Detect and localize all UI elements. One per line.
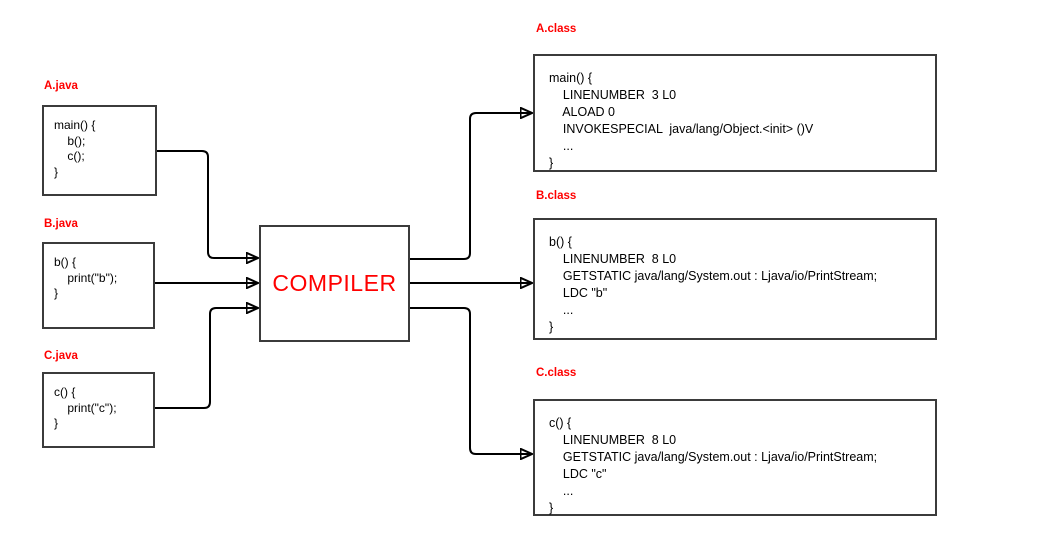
code-a-java: main() { b(); c();} <box>44 107 155 180</box>
code-line: print("c"); <box>54 400 117 415</box>
code-line: } <box>54 286 59 300</box>
code-line: } <box>549 501 554 515</box>
box-compiler: COMPILER <box>259 225 410 342</box>
code-line: print("b"); <box>54 270 118 285</box>
box-b-class: b() { LINENUMBER 8 L0 GETSTATIC java/lan… <box>533 218 937 340</box>
code-line: LINENUMBER 8 L0 <box>549 433 677 447</box>
code-line: } <box>54 164 59 179</box>
code-line: c() { <box>54 385 76 399</box>
code-line: ... <box>549 303 574 317</box>
code-line: ALOAD 0 <box>549 105 616 119</box>
compiler-title: COMPILER <box>272 270 397 296</box>
label-c-java: C.java <box>44 350 78 362</box>
box-c-java: c() { print("c");} <box>42 372 155 448</box>
code-line: GETSTATIC java/lang/System.out : Ljava/i… <box>549 450 878 464</box>
code-line: INVOKESPECIAL java/lang/Object.<init> ()… <box>549 122 814 136</box>
code-line: b(); <box>54 133 86 148</box>
code-line: c() { <box>549 416 572 430</box>
code-b-class: b() { LINENUMBER 8 L0 GETSTATIC java/lan… <box>535 220 935 336</box>
code-line: } <box>54 416 59 430</box>
label-b-java: B.java <box>44 218 78 230</box>
code-line: } <box>549 156 554 170</box>
box-b-java: b() { print("b");} <box>42 242 155 329</box>
code-line: b() { <box>54 255 77 269</box>
label-a-java: A.java <box>44 80 78 92</box>
code-c-class: c() { LINENUMBER 8 L0 GETSTATIC java/lan… <box>535 401 935 517</box>
code-a-class: main() { LINENUMBER 3 L0 ALOAD 0 INVOKES… <box>535 56 935 172</box>
code-b-java: b() { print("b");} <box>44 244 153 302</box>
code-line: LINENUMBER 8 L0 <box>549 252 677 266</box>
code-line: LDC "b" <box>549 286 608 300</box>
connector-a-java-to-compiler <box>157 150 257 258</box>
code-line: b() { <box>549 235 572 249</box>
box-a-class: main() { LINENUMBER 3 L0 ALOAD 0 INVOKES… <box>533 54 937 172</box>
code-line: LINENUMBER 3 L0 <box>549 88 677 102</box>
label-a-class: A.class <box>536 23 577 35</box>
label-c-class: C.class <box>536 367 577 379</box>
code-line: ... <box>549 484 574 498</box>
connector-compiler-to-c-class <box>410 307 531 454</box>
code-line: GETSTATIC java/lang/System.out : Ljava/i… <box>549 269 878 283</box>
connector-c-java-to-compiler <box>155 308 257 409</box>
box-a-java: main() { b(); c();} <box>42 105 157 196</box>
code-line: } <box>549 320 554 334</box>
label-b-class: B.class <box>536 190 577 202</box>
connector-compiler-to-a-class <box>410 113 531 260</box>
box-c-class: c() { LINENUMBER 8 L0 GETSTATIC java/lan… <box>533 399 937 516</box>
code-c-java: c() { print("c");} <box>44 374 153 432</box>
code-line: c(); <box>54 149 85 163</box>
code-line: main() { <box>54 118 96 132</box>
code-line: ... <box>549 139 574 153</box>
code-line: LDC "c" <box>549 467 607 481</box>
code-line: main() { <box>549 71 593 85</box>
